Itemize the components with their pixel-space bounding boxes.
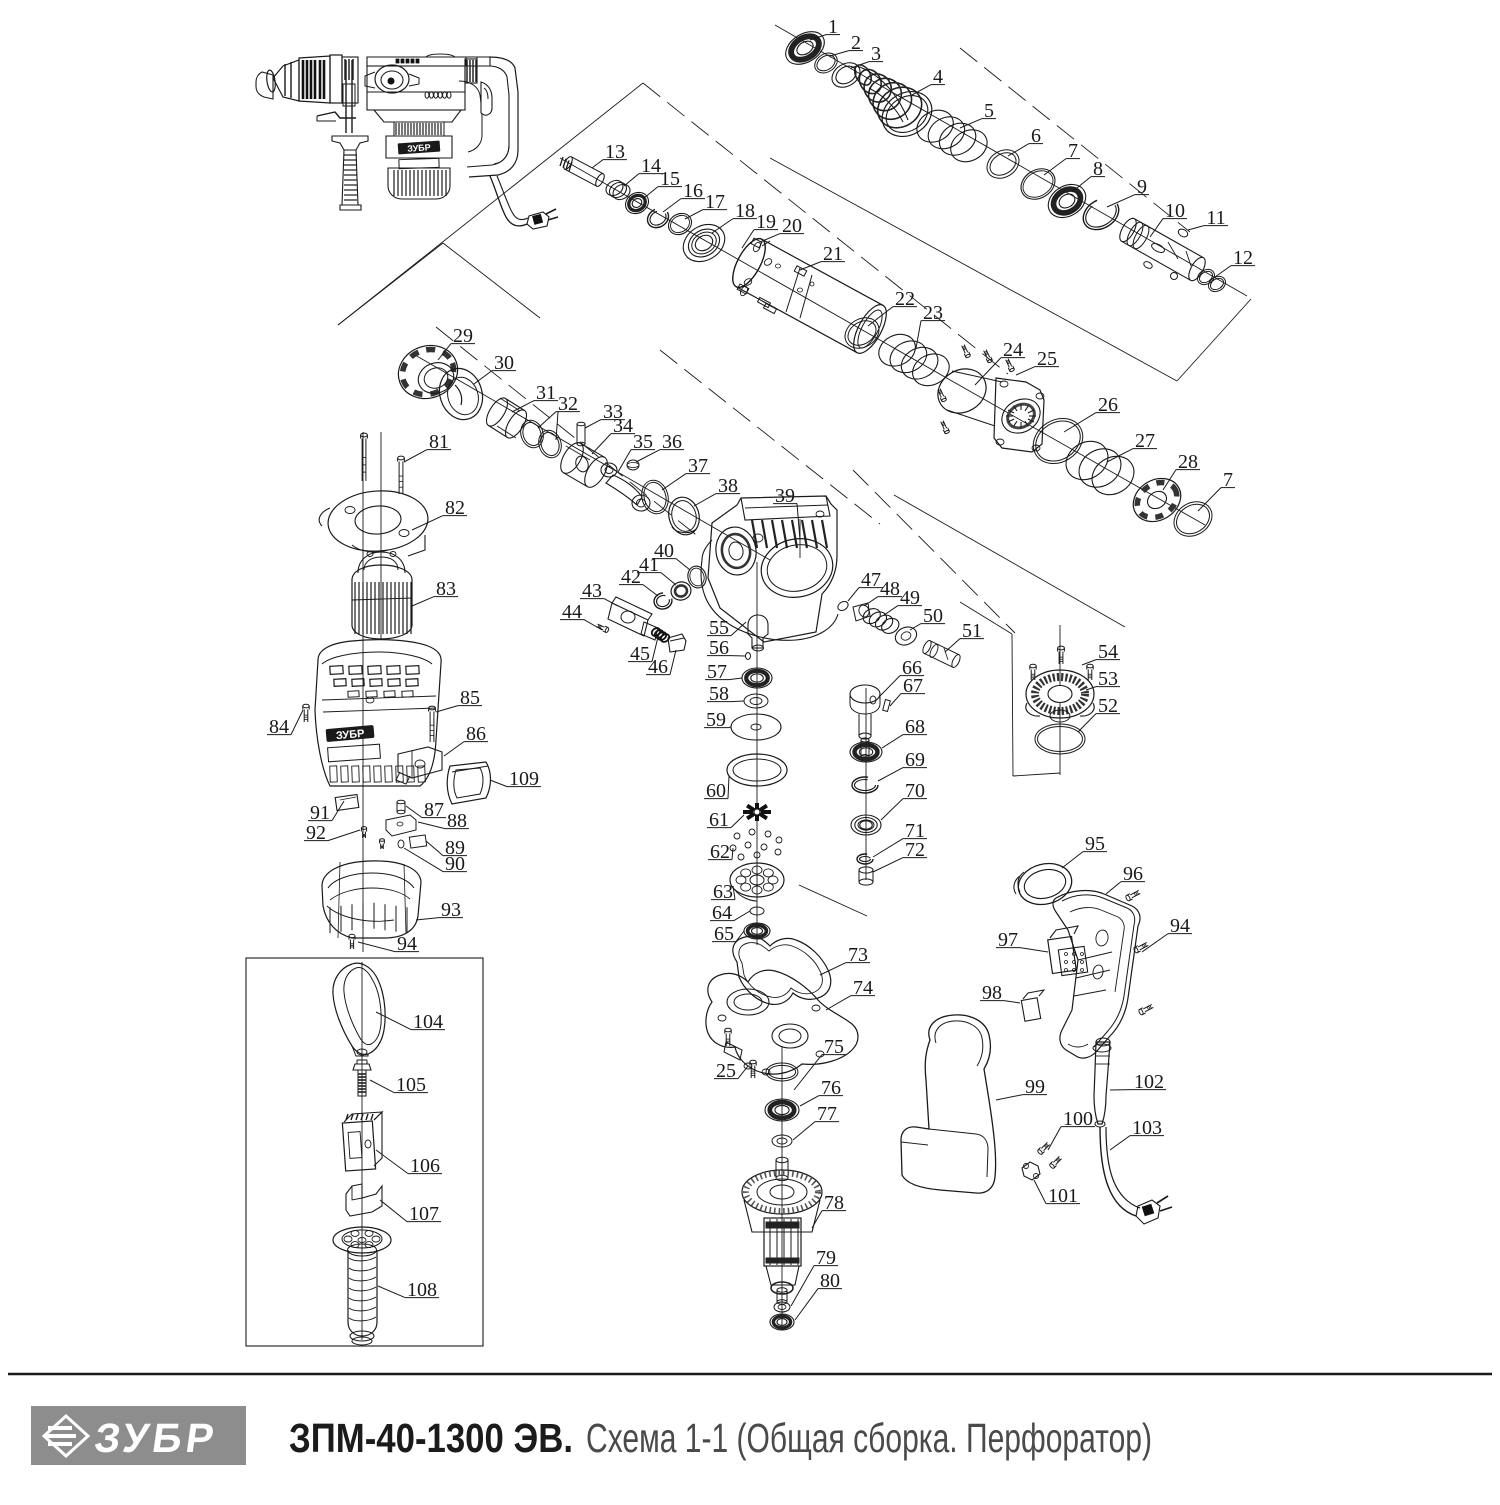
- svg-text:ЗУБР: ЗУБР: [407, 142, 431, 154]
- svg-text:ЗПМ-40-1300 ЭВ.: ЗПМ-40-1300 ЭВ.: [289, 1415, 573, 1461]
- svg-text:Схема 1-1 (Общая сборка. Перфо: Схема 1-1 (Общая сборка. Перфоратор): [586, 1415, 1152, 1461]
- svg-text:ЗУБР: ЗУБР: [92, 1415, 221, 1461]
- svg-text:ЗУБР: ЗУБР: [335, 728, 364, 742]
